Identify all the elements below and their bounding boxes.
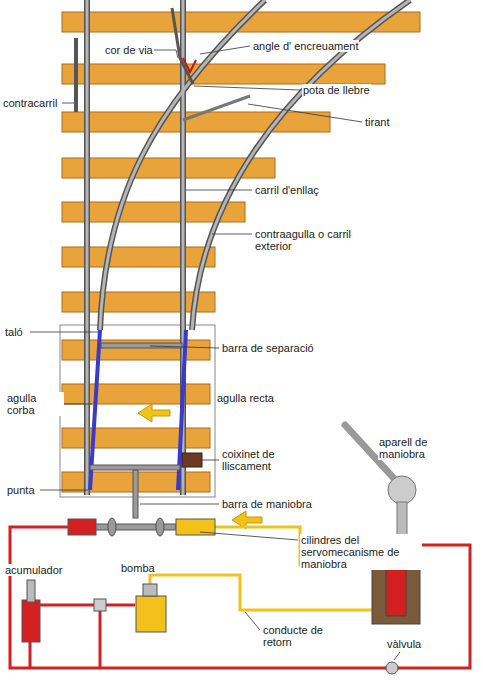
part-label: tirant <box>364 116 390 128</box>
outer-rail <box>192 0 410 330</box>
rail-edge <box>84 0 90 495</box>
piston-disc <box>108 518 116 536</box>
part-label: aparell de maniobra <box>378 436 460 460</box>
spacer-bar <box>101 343 182 348</box>
part-label: barra de separació <box>221 342 315 354</box>
leader-line <box>212 234 252 235</box>
part-label: conducte de retorn <box>262 624 344 648</box>
slide-chair <box>182 453 202 467</box>
part-label: coixinet de lliscament <box>221 448 303 472</box>
blades <box>90 330 186 490</box>
part-label: cilindres del servomecanisme de maniobra <box>300 534 422 570</box>
pump-head <box>143 584 157 596</box>
part-label: barra de maniobra <box>221 498 313 510</box>
return-line <box>150 575 372 610</box>
part-label: acumulador <box>4 564 63 576</box>
part-label: angle d' encreuament <box>252 40 359 52</box>
leader-line <box>150 346 219 348</box>
motion-arrow <box>138 404 170 422</box>
part-label: bomba <box>120 562 156 574</box>
leader-line <box>194 86 300 90</box>
leader-line <box>30 332 98 333</box>
pressure-line <box>10 527 470 668</box>
part-label: carril d'enllaç <box>254 184 320 196</box>
rail-edge <box>192 0 410 330</box>
pump <box>136 596 166 632</box>
valve <box>386 662 398 674</box>
leader-line <box>140 504 219 505</box>
operating-rod <box>133 470 138 518</box>
leader-line <box>186 190 252 191</box>
leader-line <box>64 404 92 405</box>
junction <box>94 599 106 611</box>
piston-disc <box>156 518 164 536</box>
pressure-line <box>99 605 102 668</box>
part-label: vàlvula <box>386 638 422 650</box>
lever-pivot <box>388 476 416 504</box>
frog <box>183 58 196 72</box>
accumulator <box>22 600 40 642</box>
sleeper <box>62 64 385 84</box>
leader-line <box>40 490 88 491</box>
part-label: pota de llebre <box>302 84 371 96</box>
leader-line <box>200 46 250 54</box>
tie-rod <box>183 96 250 120</box>
part-label: taló <box>4 326 24 338</box>
closure-rail <box>100 0 265 330</box>
part-label: contracarril <box>2 97 58 109</box>
pressure-line <box>29 640 32 668</box>
part-label: punta <box>6 484 36 496</box>
check-rail <box>74 38 78 112</box>
straight-rail <box>86 0 89 495</box>
leader-line <box>150 50 178 58</box>
leader-line <box>394 652 400 660</box>
leader-line <box>200 532 298 540</box>
leader-line <box>62 103 74 104</box>
leader-line <box>202 460 219 461</box>
pressure-line <box>40 604 135 607</box>
left-cylinder <box>68 519 96 535</box>
pressure-lines <box>10 527 470 668</box>
accumulator-top <box>27 580 35 602</box>
part-label: cor de via <box>104 44 154 56</box>
leader-line <box>245 612 260 630</box>
rail-edges <box>87 0 410 495</box>
leader-line <box>248 104 362 122</box>
operating-bar <box>90 465 180 470</box>
part-label: agulla recta <box>216 392 275 404</box>
part-label: agulla corba <box>6 392 64 416</box>
sleepers <box>62 12 420 492</box>
rails <box>87 0 410 495</box>
part-label: contraagulla o carril exterior <box>254 228 356 252</box>
